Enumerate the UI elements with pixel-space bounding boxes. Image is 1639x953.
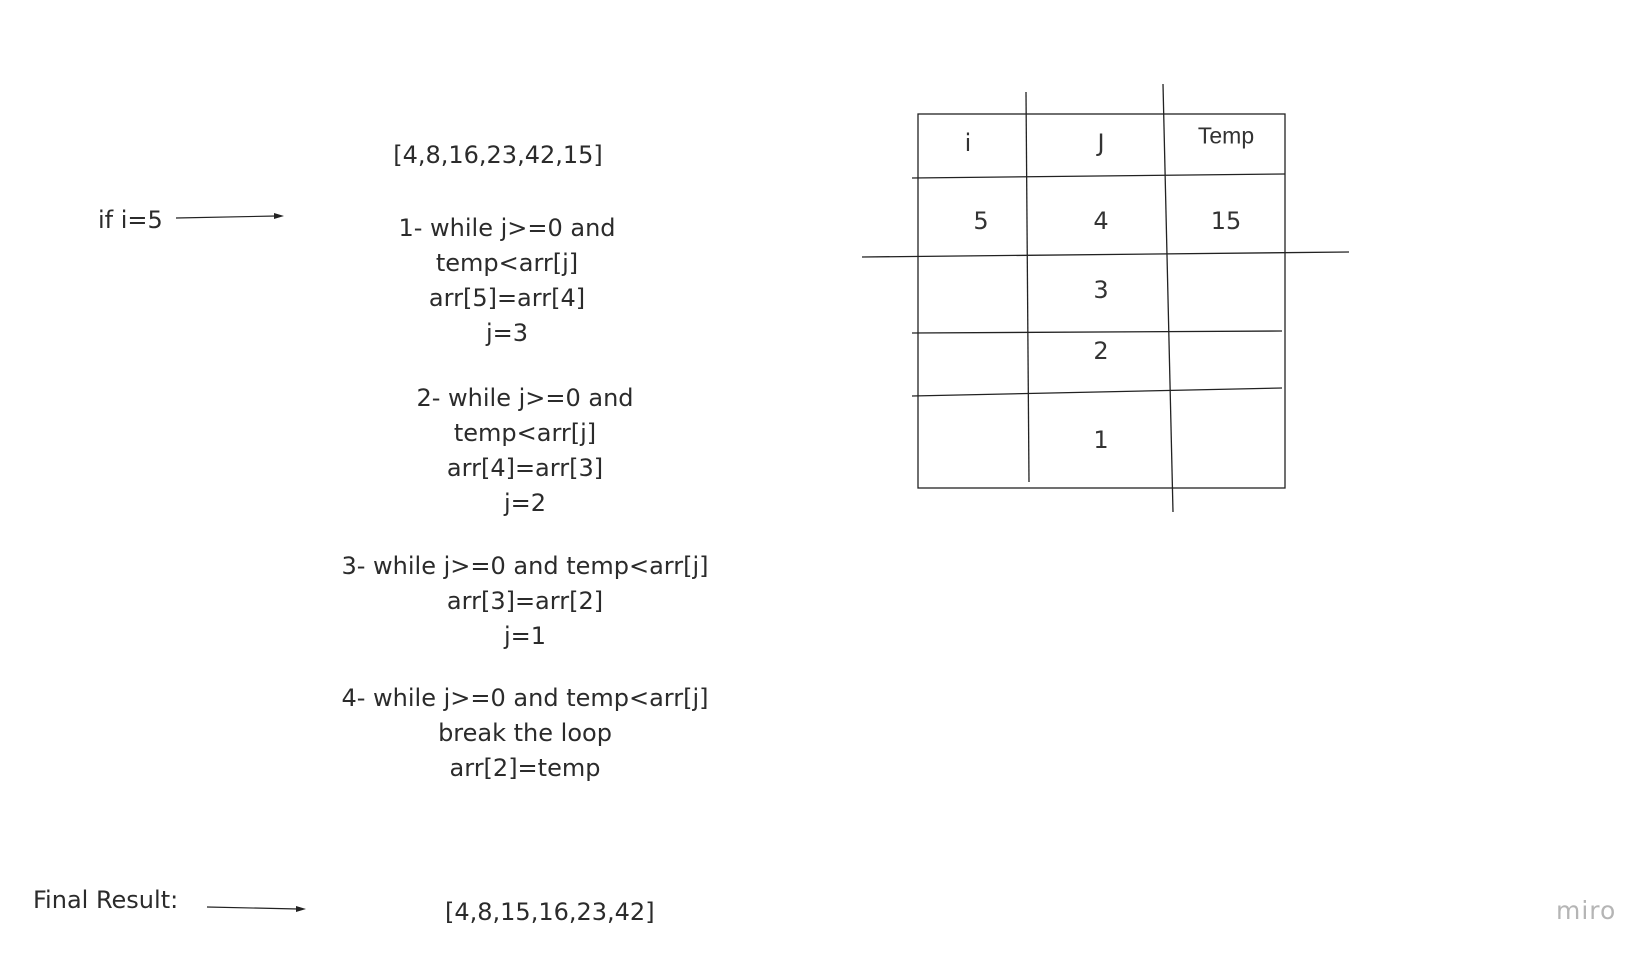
table-cell-r4-j: 1 <box>1093 426 1109 454</box>
table-header-j: J <box>1097 129 1105 157</box>
table-cell-r1-temp: 15 <box>1210 207 1242 235</box>
initial-array-text: [4,8,16,23,42,15] <box>393 141 603 169</box>
condition-label: if i=5 <box>98 206 163 234</box>
table-header-temp: Temp <box>1197 122 1255 149</box>
step-3-line-3: j=1 <box>503 622 547 650</box>
table-cell-r1-j: 4 <box>1093 207 1109 235</box>
step-1-line-4: j=3 <box>485 319 529 347</box>
table-cell-r3-j: 2 <box>1093 337 1109 365</box>
step-2-line-1: 2- while j>=0 and <box>416 384 634 412</box>
arrow-final <box>206 906 306 912</box>
table-cell-r1-i: 5 <box>973 207 989 235</box>
step-2-line-4: j=2 <box>503 489 547 517</box>
step-1-line-2: temp<arr[j] <box>435 249 579 277</box>
step-4: 4- while j>=0 and temp<arr[j] break the … <box>341 681 708 786</box>
arrow-condition <box>175 213 284 219</box>
step-2-line-2: temp<arr[j] <box>453 419 597 447</box>
miro-watermark: miro <box>1556 896 1617 925</box>
table-header-i: i <box>964 129 972 157</box>
step-2-line-3: arr[4]=arr[3] <box>446 454 604 482</box>
step-3: 3- while j>=0 and temp<arr[j] arr[3]=arr… <box>341 549 708 654</box>
step-2: 2- while j>=0 and temp<arr[j] arr[4]=arr… <box>416 381 633 521</box>
final-label: Final Result: <box>33 886 179 914</box>
step-4-line-1: 4- while j>=0 and temp<arr[j] <box>341 684 709 712</box>
step-1-line-3: arr[5]=arr[4] <box>428 284 586 312</box>
step-3-line-2: arr[3]=arr[2] <box>446 587 604 615</box>
initial-array: [4,8,16,23,42,15] <box>393 138 603 173</box>
table-cell-r2-j: 3 <box>1093 276 1109 304</box>
step-4-line-3: arr[2]=temp <box>449 754 601 782</box>
trace-table-grid <box>861 83 1350 513</box>
step-1: 1- while j>=0 and temp<arr[j] arr[5]=arr… <box>398 211 615 351</box>
step-1-line-1: 1- while j>=0 and <box>398 214 616 242</box>
final-array: [4,8,15,16,23,42] <box>445 898 655 926</box>
step-4-line-2: break the loop <box>438 719 612 747</box>
step-3-line-1: 3- while j>=0 and temp<arr[j] <box>341 552 709 580</box>
